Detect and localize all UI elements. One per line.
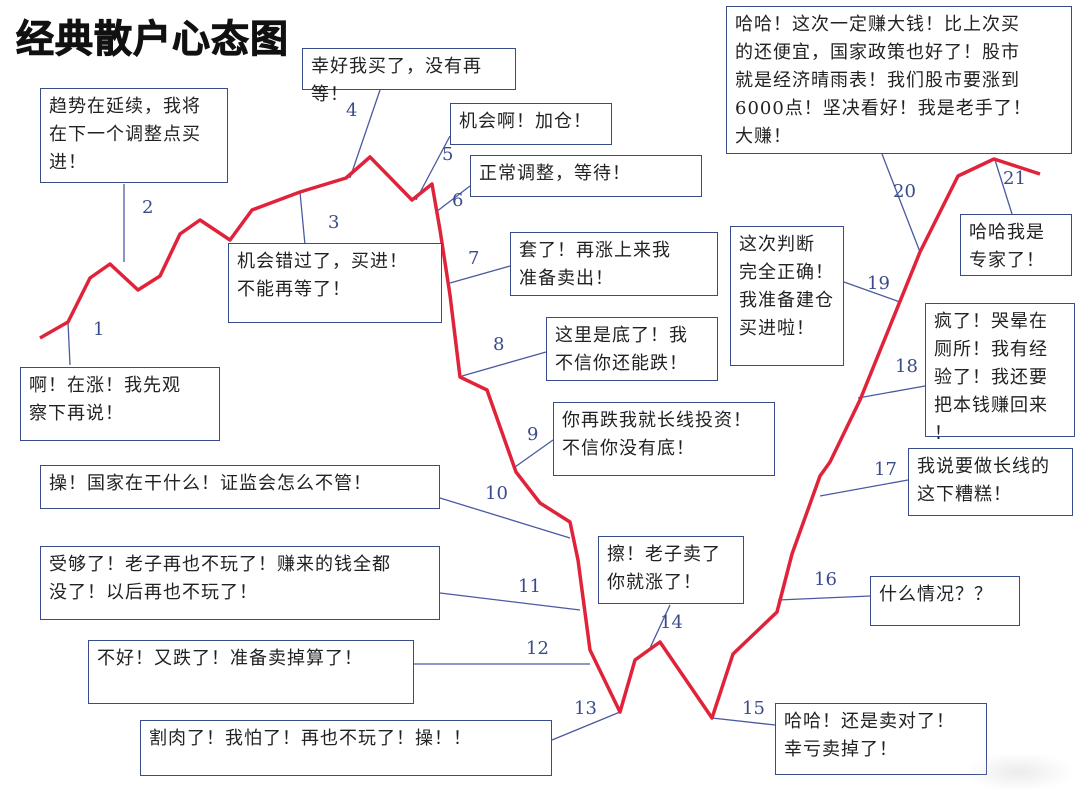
stage-11-caption: 受够了！老子再也不玩了！赚来的钱全都 没了！以后再也不玩了！	[40, 546, 440, 620]
stage-21-number: 21	[1003, 168, 1026, 189]
stage-16-caption: 什么情况？？	[870, 576, 1020, 626]
stage-15-caption: 哈哈！还是卖对了！ 幸亏卖掉了！	[775, 703, 987, 775]
stage-1-caption: 啊！在涨！我先观 察下再说！	[20, 367, 220, 441]
stage-12-number: 12	[526, 638, 549, 659]
connector-20	[881, 153, 921, 253]
stage-4-caption: 幸好我买了，没有再等！	[302, 48, 516, 105]
connector-5	[415, 135, 451, 201]
watermark	[964, 752, 1074, 792]
connector-9	[514, 439, 554, 468]
stage-5-caption: 机会啊！加仓！	[450, 103, 612, 145]
stage-8-caption: 这里是底了！我 不信你还能跌！	[546, 317, 718, 381]
stage-14-number: 14	[660, 612, 683, 633]
stage-10-number: 10	[485, 483, 508, 504]
connector-21	[994, 159, 1013, 215]
connector-4	[349, 89, 381, 179]
stage-18-caption: 疯了！哭晕在 厕所！我有经 验了！我还要 把本钱赚回来 ！	[925, 303, 1075, 444]
stage-13-caption: 割肉了！我怕了！再也不玩了！操！！	[140, 720, 552, 776]
stage-13-number: 13	[574, 698, 597, 719]
stage-8-number: 8	[493, 334, 505, 355]
stage-6-number: 6	[452, 190, 464, 211]
connector-13	[551, 711, 621, 741]
stage-3-caption: 机会错过了，买进！ 不能再等了！	[228, 243, 442, 323]
stage-20-number: 20	[893, 181, 916, 202]
connector-19	[843, 281, 901, 303]
connector-8	[461, 351, 547, 377]
stage-2-number: 2	[142, 197, 154, 218]
stage-14-caption: 擦！老子卖了 你就涨了！	[598, 536, 744, 604]
connector-lines	[67, 89, 1013, 741]
connector-11	[439, 592, 581, 611]
stage-17-caption: 我说要做长线的 这下糟糕！	[908, 448, 1073, 516]
diagram-title: 经典散户心态图	[15, 17, 290, 61]
stage-21-caption: 哈哈我是 专家了！	[960, 214, 1072, 276]
stage-7-caption: 套了！再涨上来我 准备卖出！	[510, 232, 718, 296]
connector-18	[857, 385, 926, 399]
stage-19-number: 19	[867, 273, 890, 294]
connector-14	[649, 604, 671, 649]
stage-11-number: 11	[518, 576, 541, 597]
stage-9-number: 9	[527, 424, 539, 445]
connector-3	[299, 191, 306, 246]
stage-6-caption: 正常调整，等待！	[470, 155, 702, 197]
connector-6	[435, 185, 471, 213]
connector-10	[439, 497, 571, 539]
stage-7-number: 7	[468, 248, 480, 269]
stage-12-caption: 不好！又跌了！准备卖掉算了！	[88, 640, 414, 704]
stage-18-number: 18	[895, 356, 918, 377]
connector-7	[449, 265, 511, 284]
stage-19-caption: 这次判断 完全正确！ 我准备建仓 买进啦！	[730, 226, 844, 366]
stage-9-caption: 你再跌我就长线投资！ 不信你没有底！	[553, 402, 775, 476]
stage-1-number: 1	[93, 319, 105, 340]
stage-3-number: 3	[328, 212, 340, 233]
connector-1	[67, 321, 71, 366]
connector-17	[819, 479, 909, 497]
stage-4-number: 4	[346, 100, 358, 121]
stage-16-number: 16	[814, 569, 837, 590]
price-curve	[39, 155, 1041, 720]
stage-10-caption: 操！国家在干什么！证监会怎么不管！	[40, 465, 440, 509]
stage-17-number: 17	[874, 459, 897, 480]
connector-15	[711, 717, 776, 726]
stage-15-number: 15	[742, 698, 765, 719]
stage-2-caption: 趋势在延续，我将 在下一个调整点买 进！	[40, 88, 228, 183]
stage-5-number: 5	[442, 144, 454, 165]
stage-20-caption: 哈哈！这次一定赚大钱！比上次买 的还便宜，国家政策也好了！股市 就是经济晴雨表！…	[726, 6, 1072, 154]
connector-16	[777, 595, 871, 601]
